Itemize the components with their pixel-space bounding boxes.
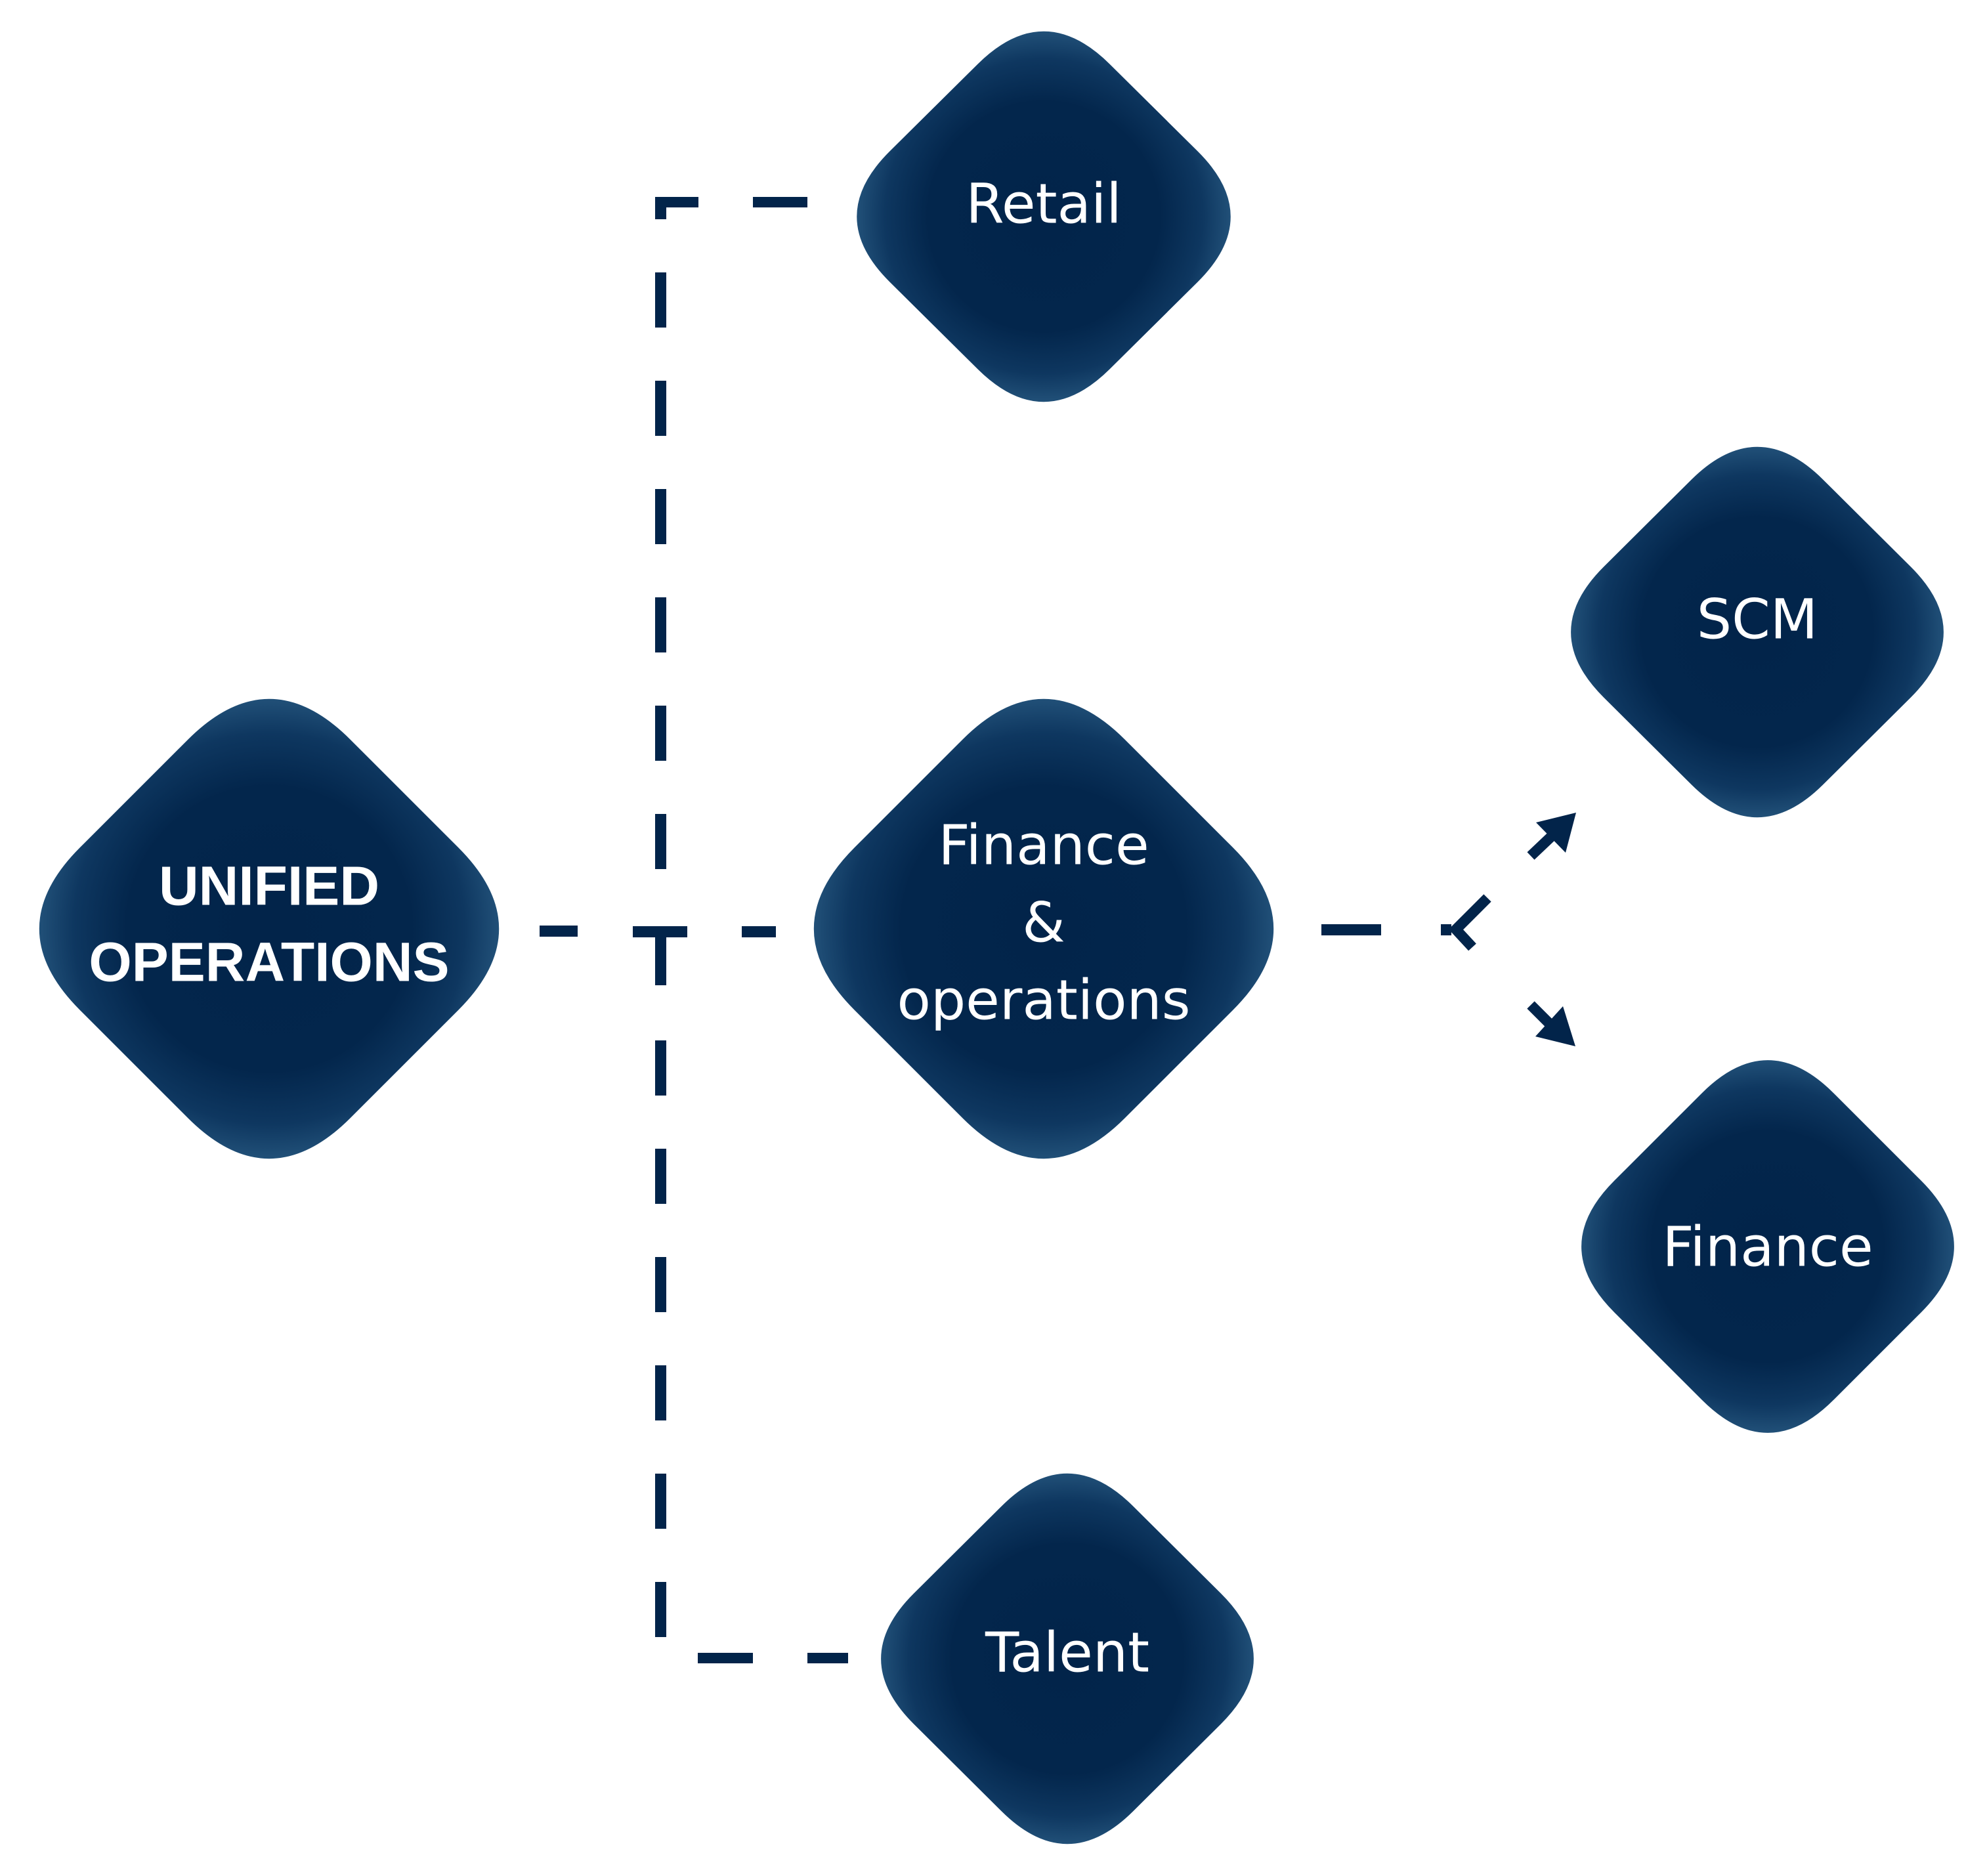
- fork-chevron: [1448, 894, 1491, 951]
- connector-dash: [540, 926, 578, 937]
- node-unified: UNIFIED OPERATIONS: [39, 698, 500, 1159]
- connector-dash: [655, 197, 666, 219]
- node-label: SCM: [1697, 587, 1818, 651]
- connector-dash: [655, 1474, 666, 1529]
- connector-dash: [655, 814, 666, 869]
- node-shape: [857, 31, 1231, 402]
- connector-dash: [1321, 924, 1381, 935]
- connector-dash: [655, 1365, 666, 1420]
- connector-dash: [655, 1257, 666, 1312]
- node-label: Talent: [985, 1620, 1149, 1684]
- connector-dash: [655, 272, 666, 328]
- node-shape: [813, 698, 1274, 1159]
- connectors: [540, 197, 1576, 1663]
- connector-dash: [655, 926, 666, 985]
- node-finance: Finance: [1581, 1060, 1954, 1433]
- node-scm: SCM: [1571, 446, 1944, 818]
- connector-dash: [742, 926, 776, 937]
- node-label: Finance: [938, 813, 1149, 877]
- node-label: &: [1022, 890, 1065, 954]
- node-shape: [1581, 1060, 1954, 1433]
- connector-dash: [655, 706, 666, 761]
- node-shape: [1571, 446, 1944, 818]
- connector-dash: [655, 1582, 666, 1637]
- connector-dash: [807, 1653, 848, 1663]
- arrow-up-right-icon: [1536, 813, 1576, 853]
- arrow-down-right-icon: [1535, 1006, 1575, 1046]
- connector-dash: [655, 597, 666, 652]
- node-label: operations: [897, 968, 1190, 1032]
- connector-dash: [655, 1149, 666, 1204]
- connector-dash: [655, 381, 666, 436]
- connector-dash: [753, 197, 807, 207]
- node-finops: Finance & operations: [813, 698, 1274, 1159]
- node-label: UNIFIED: [159, 855, 379, 916]
- connector-dash: [698, 1653, 753, 1663]
- node-talent: Talent: [881, 1473, 1254, 1844]
- node-shape: [881, 1473, 1254, 1844]
- node-retail: Retail: [857, 31, 1231, 402]
- node-shape: [39, 698, 500, 1159]
- node-label: OPERATIONS: [89, 931, 449, 992]
- connector-dash: [655, 1040, 666, 1096]
- connector-dash: [1441, 924, 1451, 935]
- node-label: Retail: [966, 171, 1121, 236]
- connector-dash: [655, 489, 666, 544]
- node-label: Finance: [1662, 1214, 1873, 1279]
